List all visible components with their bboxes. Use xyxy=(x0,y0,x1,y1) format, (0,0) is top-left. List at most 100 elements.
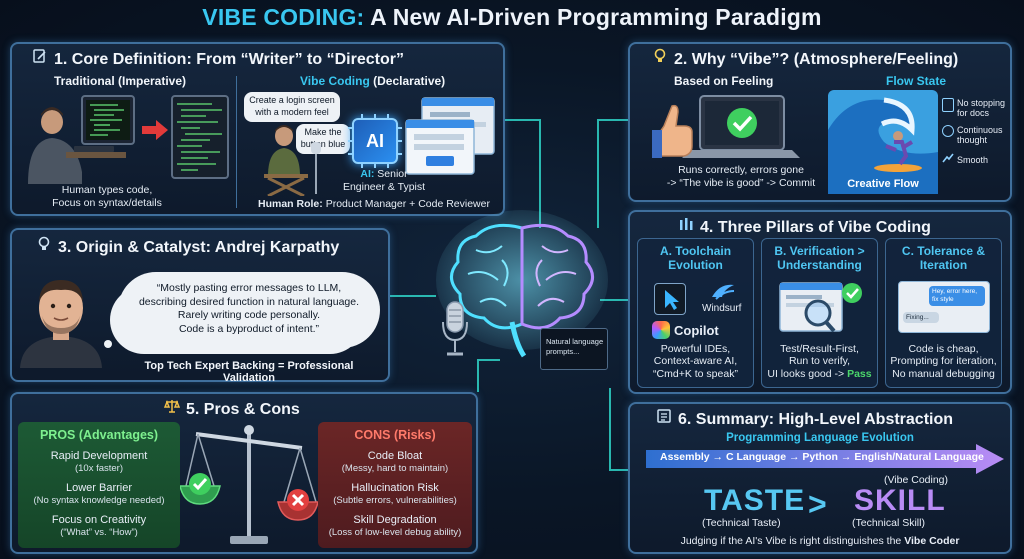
con-main: Skill Degradation xyxy=(353,514,437,526)
karpathy-portrait xyxy=(20,280,102,368)
panel-summary xyxy=(628,402,1012,554)
taste-word: TASTE xyxy=(704,484,806,517)
step-arrow: → xyxy=(788,451,800,463)
evolution-arrow xyxy=(646,444,1004,474)
pillar-b-cap-2: Run to verify, xyxy=(788,355,851,368)
chat-line-1: Hey, error here, xyxy=(932,288,978,295)
human-role: Human Role: Product Manager + Code Revie… xyxy=(254,198,494,211)
pass-label: Pass xyxy=(847,368,872,381)
panel5-title-text: 5. Pros & Cons xyxy=(186,401,300,418)
step-python: Python xyxy=(802,451,838,463)
panel4-title-text: 4. Three Pillars of Vibe Coding xyxy=(700,219,931,236)
flow-label: Flow State xyxy=(886,74,947,88)
director-body xyxy=(268,148,300,176)
pillar-c-head-1: C. Tolerance & xyxy=(901,244,986,258)
pillar-toolchain: A. Toolchain Evolution Windsurf Copilot … xyxy=(637,238,754,388)
pillar-tolerance: C. Tolerance & Iteration Hey, error here… xyxy=(885,238,1002,388)
traditional-caption-2: Focus on syntax/details xyxy=(52,197,162,210)
programmer-head xyxy=(41,110,63,134)
pro-item: Rapid Development (10x faster) xyxy=(18,450,180,475)
flow-items: No stopping for docs Continuous thought … xyxy=(942,98,1006,169)
copilot-label: Copilot xyxy=(674,322,719,338)
pro-item: Lower Barrier (No syntax knowledge neede… xyxy=(18,482,180,507)
origin-footer: Top Tech Expert Backing = Professional V… xyxy=(144,360,354,384)
flow-item: Smooth xyxy=(942,151,1006,169)
panel6-title: 6. Summary: High-Level Abstraction xyxy=(654,408,953,429)
step-arrow: → xyxy=(712,451,724,463)
panel2-title-text: 2. Why “Vibe”? (Atmosphere/Feeling) xyxy=(674,51,959,68)
pillar-verification: B. Verification > Understanding Test/Res… xyxy=(761,238,878,388)
pillar-a-head: A. Toolchain Evolution xyxy=(638,244,753,273)
pillar-a-cap-1: Powerful IDEs, xyxy=(660,342,731,355)
panel5-title: 5. Pros & Cons xyxy=(162,398,300,419)
con-main: Hallucination Risk xyxy=(351,482,439,494)
footer-bold: Vibe Coder xyxy=(904,535,960,547)
director-illustration xyxy=(264,125,321,196)
pillar-c-cap-2: Prompting for iteration, xyxy=(890,355,997,368)
copilot-icon xyxy=(652,321,670,339)
con-main: Code Bloat xyxy=(367,450,423,462)
pillar-c-cap-1: Code is cheap, xyxy=(908,342,979,355)
chat-line-2: fix style xyxy=(932,295,954,303)
wire-panel5 xyxy=(477,359,500,392)
pro-main: Rapid Development xyxy=(50,450,148,462)
ai-chip: AI xyxy=(352,118,398,164)
panel3-title: 3. Origin & Catalyst: Andrej Karpathy xyxy=(34,236,339,257)
taste-sub: (Technical Taste) xyxy=(702,517,781,529)
bubble2-line2: button blue xyxy=(300,138,346,149)
pro-small: (“What” vs. “How”) xyxy=(60,527,138,539)
cloud-dot xyxy=(104,340,112,348)
panel-why-vibe xyxy=(628,42,1012,202)
windsurf-icon xyxy=(710,281,736,306)
chat-window: Hey, error here, fix style Fixing... xyxy=(898,281,990,333)
pillar-a-caption: Powerful IDEs, Context-aware AI, “Cmd+K … xyxy=(638,343,753,381)
surfboard xyxy=(874,164,922,172)
pillar-c-cap-3: No manual debugging xyxy=(892,368,995,381)
evolution-label: Programming Language Evolution xyxy=(726,432,914,444)
pillar-c-head: C. Tolerance & Iteration xyxy=(886,244,1001,273)
no-docs-icon xyxy=(942,98,954,112)
speech-bubble-login: Create a login screen with a modern feel xyxy=(244,92,340,122)
pillar-b-cap-3a: UI looks good -> xyxy=(767,368,845,381)
pro-small: (10x faster) xyxy=(74,463,124,475)
thumbs-up-icon xyxy=(659,104,693,157)
panel4-title: 4. Three Pillars of Vibe Coding xyxy=(676,216,931,237)
skill-word: SKILL xyxy=(854,484,946,517)
magnifier-icon xyxy=(804,299,832,327)
ai-role-1: Senior xyxy=(377,168,408,180)
pro-main: Lower Barrier xyxy=(65,482,133,494)
panel6-title-text: 6. Summary: High-Level Abstraction xyxy=(678,411,954,428)
edit-doc-icon xyxy=(30,48,50,69)
pro-main: Focus on Creativity xyxy=(51,514,147,526)
pros-box: PROS (Advantages) Rapid Development (10x… xyxy=(18,422,180,548)
lightbulb-icon xyxy=(650,48,670,69)
thumbs-laptop-illustration xyxy=(652,95,800,158)
wire-panel6 xyxy=(609,388,628,471)
wave-caption: Creative Flow xyxy=(847,178,919,190)
pillar-a-head-2: Evolution xyxy=(668,258,723,273)
pillar-c-caption: Code is cheap, Prompting for iteration, … xyxy=(886,343,1001,381)
panel3-title-text: 3. Origin & Catalyst: Andrej Karpathy xyxy=(58,239,340,256)
terminal-line-1: Natural language xyxy=(546,337,604,346)
wire-panel2 xyxy=(597,119,628,228)
con-small: (Messy, hard to maintain) xyxy=(341,463,449,475)
vibe-label: Vibe Coding (Declarative) xyxy=(300,74,445,88)
balance-scale-icon xyxy=(162,398,182,419)
prompt-terminal: Natural language prompts... xyxy=(540,328,608,370)
cons-head: CONS (Risks) xyxy=(354,428,436,442)
flow-item-label: Continuous thought xyxy=(957,124,1003,146)
chat-bubble-user: Hey, error here, fix style xyxy=(929,286,985,306)
skill-sub: (Technical Skill) xyxy=(852,517,925,529)
pillar-b-head-2: Understanding xyxy=(777,258,862,273)
ui-mockup-windows xyxy=(405,97,495,175)
check-circle-icon xyxy=(727,108,757,138)
pros-head: PROS (Advantages) xyxy=(39,428,159,442)
feeling-caption: Runs correctly, errors gone -> “The vibe… xyxy=(666,164,816,190)
quote-cloud: “Mostly pasting error messages to LLM, d… xyxy=(118,272,380,348)
flow-item: No stopping for docs xyxy=(942,98,1006,119)
pillar-a-head-1: A. Toolchain xyxy=(659,244,732,258)
quote-line-2: describing desired function in natural l… xyxy=(138,295,360,308)
chip-pins xyxy=(348,114,402,168)
pillar-b-caption: Test/Result-First, Run to verify, UI loo… xyxy=(762,343,877,381)
